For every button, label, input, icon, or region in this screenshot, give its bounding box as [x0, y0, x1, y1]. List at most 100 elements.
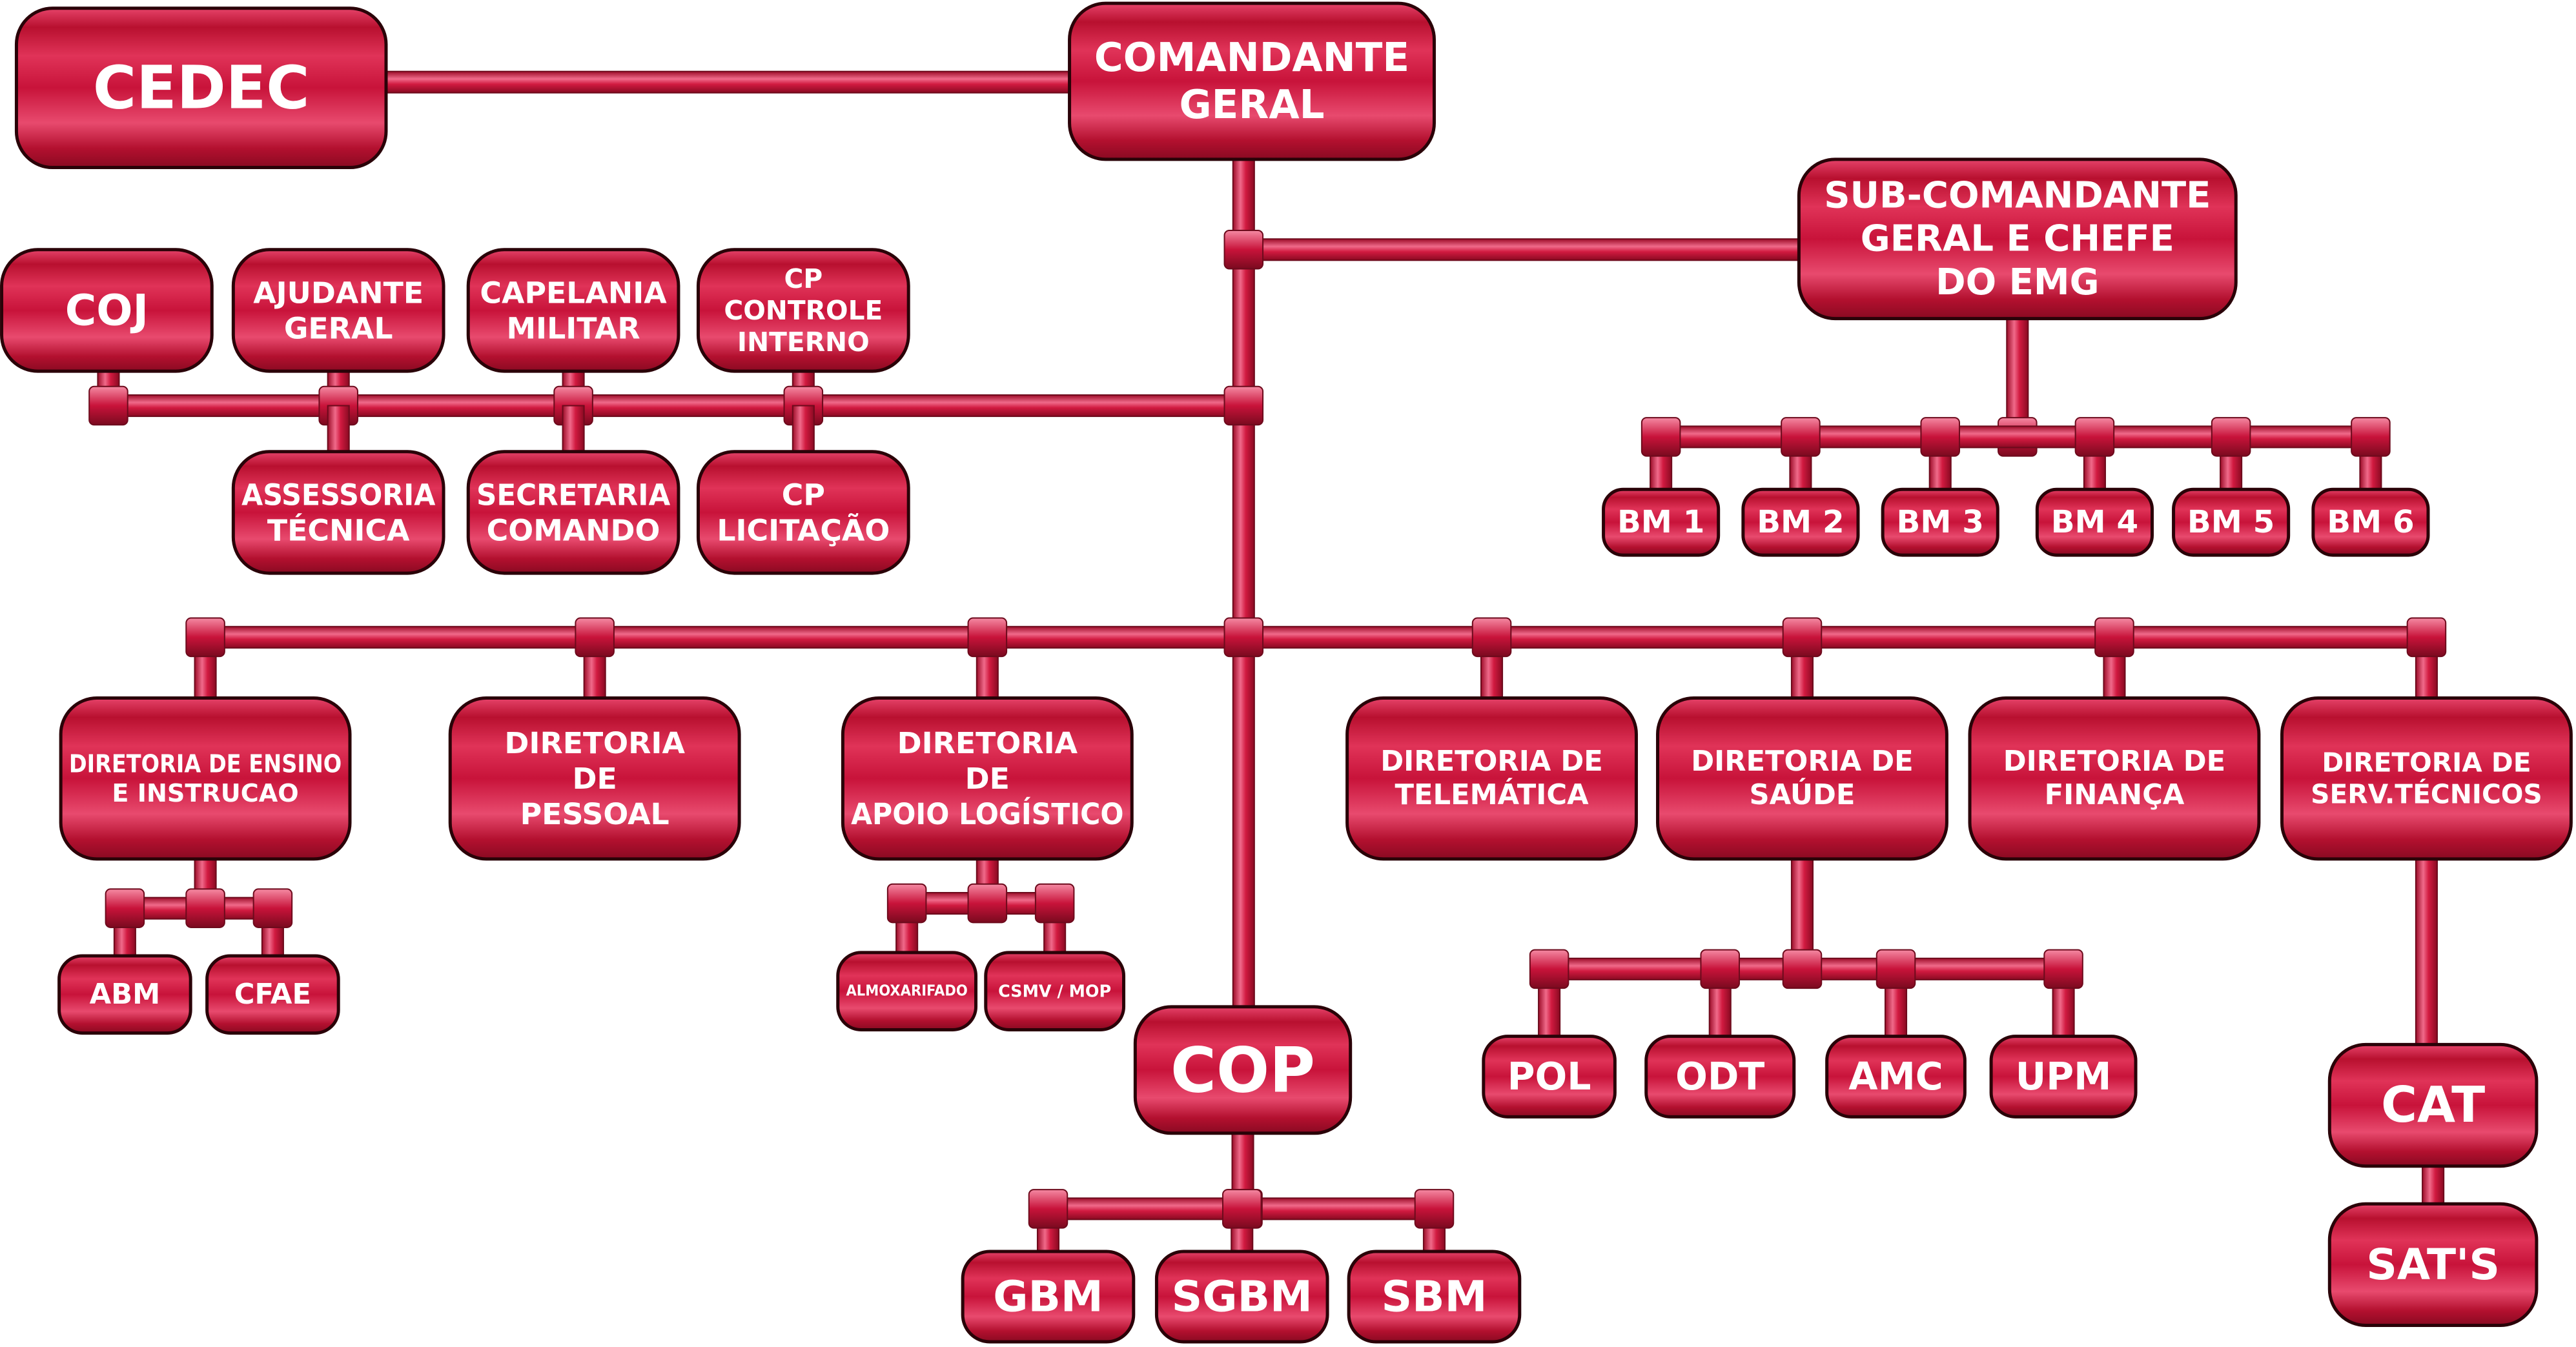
node-odt: ODT — [1644, 1035, 1796, 1119]
pipe-joint — [1876, 949, 1916, 989]
node-label: CP — [782, 477, 825, 512]
node-box — [1602, 487, 1721, 557]
pipe-joint — [1641, 417, 1681, 457]
node-box — [448, 696, 741, 861]
connector-pipe — [1660, 425, 2371, 449]
node-label: DIRETORIA DE ENSINO — [69, 749, 342, 778]
pipe-joint — [1223, 230, 1264, 270]
node-label: CAT — [2381, 1077, 2485, 1134]
pipe-joint — [967, 617, 1008, 658]
connector-pipe — [792, 405, 815, 452]
node-label: COJ — [65, 285, 148, 335]
node-gbm: GBM — [961, 1250, 1136, 1344]
node-label: DE — [965, 761, 1010, 796]
pipe-joint — [1471, 617, 1512, 658]
node-amc: AMC — [1825, 1035, 1967, 1119]
node-sbm: SBM — [1347, 1250, 1522, 1344]
node-label: DIRETORIA DE — [2322, 747, 2531, 778]
node-label: BM 1 — [1617, 504, 1704, 540]
pipe-joint — [185, 617, 225, 658]
node-box — [231, 450, 445, 575]
pipe-joint — [1222, 1189, 1262, 1229]
node-label: BM 4 — [2051, 504, 2138, 540]
node-label: GBM — [993, 1271, 1103, 1321]
node-box — [205, 954, 340, 1035]
connector-pipe — [385, 70, 1070, 94]
node-label: DIRETORIA DE — [1380, 745, 1602, 778]
node-label: GERAL — [1180, 82, 1325, 128]
node-label: CEDEC — [93, 54, 310, 123]
node-box — [1989, 1035, 2138, 1119]
pipe-joint — [252, 888, 293, 928]
pipe-joint — [2211, 417, 2251, 457]
node-box — [961, 1250, 1136, 1344]
node-label: CSMV / MOP — [998, 982, 1111, 1001]
node-label: APOIO LOGÍSTICO — [851, 796, 1123, 831]
node-label: SBM — [1382, 1271, 1487, 1321]
node-label: POL — [1508, 1055, 1591, 1099]
node-box — [1345, 696, 1638, 861]
pipe-joint — [2094, 617, 2134, 658]
node-csmv: CSMV / MOP — [984, 951, 1126, 1031]
connector-pipe — [2422, 1165, 2445, 1205]
node-label: COMANDANTE — [1094, 35, 1409, 81]
node-box — [1881, 487, 1999, 557]
node-bm4: BM 4 — [2035, 487, 2154, 557]
pipe-joint — [886, 883, 927, 924]
node-box — [2035, 487, 2154, 557]
node-label: SAÚDE — [1750, 778, 1855, 811]
node-cfae: CFAE — [205, 954, 340, 1035]
node-box — [2327, 1202, 2539, 1328]
node-label: TELEMÁTICA — [1395, 778, 1589, 811]
node-label: ASSESSORIA — [241, 477, 436, 512]
node-label: BM 5 — [2187, 504, 2274, 540]
node-bm3: BM 3 — [1881, 487, 1999, 557]
pipe-joint — [1028, 1189, 1068, 1229]
node-label: MILITAR — [506, 310, 640, 345]
node-box — [2311, 487, 2430, 557]
pipe-joint — [1700, 949, 1741, 989]
node-label: PESSOAL — [520, 796, 670, 831]
node-label: E INSTRUCAO — [112, 779, 298, 807]
node-sgbm: SGBM — [1154, 1250, 1329, 1344]
node-box — [2327, 1042, 2539, 1168]
node-label: DO EMG — [1936, 261, 2099, 303]
node-label: DIRETORIA DE — [1691, 745, 1913, 778]
connector-pipe — [562, 405, 585, 452]
node-box — [841, 696, 1134, 861]
node-label: UPM — [2016, 1055, 2112, 1099]
node-box — [466, 450, 680, 575]
node-box — [1133, 1005, 1353, 1135]
node-box — [1482, 1035, 1617, 1119]
pipe-joint — [2406, 617, 2447, 658]
node-bm5: BM 5 — [2172, 487, 2291, 557]
node-coj: COJ — [0, 248, 214, 373]
node-box — [59, 696, 352, 861]
pipe-joint — [1529, 949, 1569, 989]
pipe-joint — [105, 888, 145, 928]
node-label: ODT — [1675, 1055, 1764, 1099]
pipe-joint — [2074, 417, 2115, 457]
node-label: SUB-COMANDANTE — [1824, 175, 2211, 217]
connector-pipe — [1243, 238, 1800, 261]
pipe-joint — [2351, 417, 2391, 457]
node-box — [1968, 696, 2261, 861]
node-box — [14, 6, 388, 170]
pipe-joint — [2043, 949, 2083, 989]
node-label: CP — [784, 263, 823, 294]
node-cedec: CEDEC — [14, 6, 388, 170]
node-cop: COP — [1133, 1005, 1353, 1135]
